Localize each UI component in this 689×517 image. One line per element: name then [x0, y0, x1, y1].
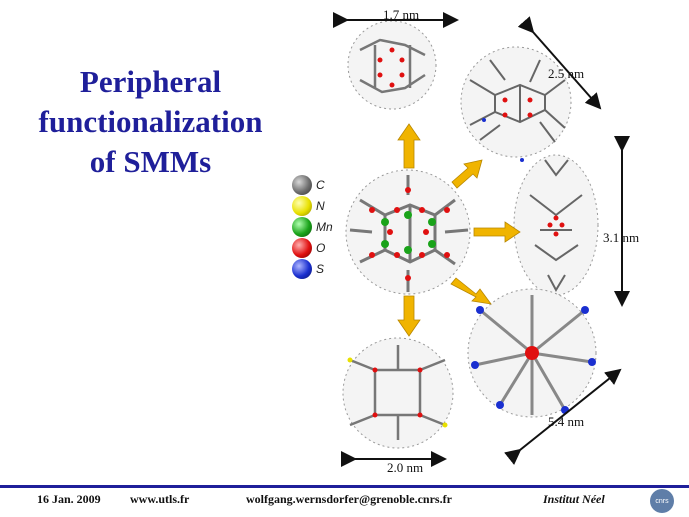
legend-item-sulfur: S — [292, 258, 342, 279]
legend-item-carbon: C — [292, 174, 342, 195]
dimension-label-bottom: 2.0 nm — [387, 460, 424, 475]
sulfur-ball-icon — [292, 258, 312, 279]
atom-legend: C N Mn O S — [292, 174, 342, 279]
cnrs-logo-text: cnrs — [655, 497, 669, 505]
footer-date: 16 Jan. 2009 — [37, 492, 101, 506]
title-line-3: of SMMs — [89, 144, 212, 179]
reaction-arrows — [397, 123, 521, 337]
upper-right-structure — [460, 46, 572, 162]
footer-email-link[interactable]: wolfgang.wernsdorfer@grenoble.cnrs.fr — [246, 492, 452, 506]
slide-title: Peripheral functionalization of SMMs — [18, 62, 283, 182]
bottom-structure — [342, 337, 454, 449]
carbon-ball-icon — [292, 174, 312, 195]
legend-item-oxygen: O — [292, 237, 342, 258]
top-structure — [347, 20, 437, 110]
arrow-up — [397, 123, 421, 169]
dimension-label-right: 3.1 nm — [603, 230, 640, 245]
dimension-label-upper-right: 2.5 nm — [548, 66, 585, 81]
dimension-arrows — [333, 12, 630, 467]
cnrs-logo: cnrs — [650, 489, 674, 513]
oxygen-ball-icon — [292, 237, 312, 258]
arrow-upper-right — [451, 159, 483, 189]
central-mn12-structure — [345, 169, 471, 295]
dimension-label-lower-right: 5.4 nm — [548, 414, 585, 429]
dimension-label-top: 1.7 nm — [383, 7, 420, 22]
right-structure — [513, 154, 599, 296]
arrow-down — [397, 295, 421, 337]
legend-item-nitrogen: N — [292, 195, 342, 216]
title-line-1: Peripheral — [79, 64, 222, 99]
footer-divider — [0, 485, 689, 488]
arrow-lower-right — [450, 277, 492, 305]
footer-website-link[interactable]: www.utls.fr — [130, 492, 190, 506]
arrow-right — [473, 221, 521, 243]
nitrogen-ball-icon — [292, 195, 312, 216]
footer-institute: Institut Néel — [543, 492, 605, 506]
legend-item-manganese: Mn — [292, 216, 342, 237]
manganese-ball-icon — [292, 216, 312, 237]
lower-right-star-structure — [467, 288, 597, 418]
title-line-2: functionalization — [38, 104, 263, 139]
